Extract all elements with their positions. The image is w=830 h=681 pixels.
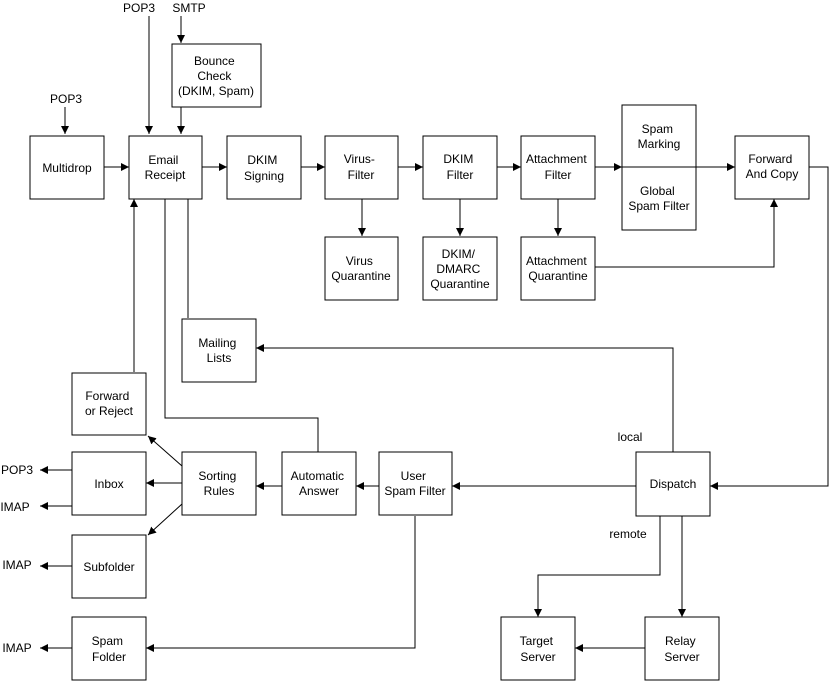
spam-folder-box xyxy=(71,616,147,681)
inbox-box xyxy=(71,451,147,516)
spam-folder-label: Spam Folder xyxy=(92,634,127,664)
automatic-answer-label: Automatic Answer xyxy=(291,469,348,498)
virus-quarantine-box xyxy=(324,236,399,301)
virus-quarantine-label: Virus Quarantine xyxy=(331,254,391,283)
edge-labels: POP3 SMTP POP3 local remote POP3 IMAP IM… xyxy=(0,1,647,655)
box-labels: Multidrop Email Receipt Bounce Check (DK… xyxy=(42,54,798,664)
user-spam-filter-box xyxy=(378,451,453,516)
subfolder-label: Subfolder xyxy=(83,560,134,574)
arrow-dispatch-local-to-mailing-lists xyxy=(256,344,674,452)
attachment-quarantine-box xyxy=(520,236,596,301)
spam-marking-label: Spam Marking xyxy=(638,122,681,151)
imap-spam-folder-label: IMAP xyxy=(2,641,31,655)
multidrop-box xyxy=(29,135,105,200)
dispatch-box xyxy=(635,451,711,517)
dkim-dmarc-quarantine-label: DKIM/ DMARC Quarantine xyxy=(430,247,490,291)
user-spam-filter-label: User Spam Filter xyxy=(384,469,445,498)
global-spam-filter-label: Global Spam Filter xyxy=(628,184,689,213)
forward-and-copy-box xyxy=(734,135,810,200)
dispatch-label: Dispatch xyxy=(650,477,697,491)
remote-label: remote xyxy=(609,527,647,541)
imap-subfolder-label: IMAP xyxy=(2,558,31,572)
arrow-sorting-rules-to-subfolder xyxy=(147,503,183,536)
email-receipt-label: Email Receipt xyxy=(145,153,186,182)
automatic-answer-box xyxy=(281,451,357,516)
attachment-filter-label: Attachment Filter xyxy=(526,152,590,182)
dkim-filter-label: DKIM Filter xyxy=(443,152,476,182)
bounce-check-label: Bounce Check (DKIM, Spam) xyxy=(178,54,254,98)
arrow-user-spam-filter-to-spam-folder xyxy=(146,516,416,652)
relay-server-box xyxy=(644,616,720,681)
virus-filter-box xyxy=(324,135,399,200)
pop3-multidrop-label: POP3 xyxy=(50,92,82,106)
relay-server-label: Relay Server xyxy=(664,634,699,664)
email-receipt-box xyxy=(128,135,203,200)
forward-and-copy-label: Forward And Copy xyxy=(746,152,799,181)
multidrop-label: Multidrop xyxy=(42,161,92,175)
arrow-dispatch-remote-to-target-server xyxy=(534,516,661,617)
dkim-filter-box xyxy=(422,135,498,200)
pop3-inbox-label: POP3 xyxy=(1,463,33,477)
sorting-rules-box xyxy=(181,451,257,516)
mailing-lists-box xyxy=(181,318,257,383)
subfolder-box xyxy=(71,534,147,599)
target-server-box xyxy=(500,616,576,681)
boxes xyxy=(29,43,810,681)
sorting-rules-label: Sorting Rules xyxy=(198,469,239,498)
imap-inbox-label: IMAP xyxy=(0,500,29,514)
connectors xyxy=(40,16,829,652)
inbox-label: Inbox xyxy=(94,477,123,491)
dkim-signing-box xyxy=(226,135,302,200)
local-label: local xyxy=(618,430,643,444)
smtp-top-label: SMTP xyxy=(172,1,205,15)
pop3-top-label: POP3 xyxy=(123,1,155,15)
arrow-attachment-quarantine-to-forward xyxy=(595,199,778,268)
dkim-dmarc-quarantine-box xyxy=(422,236,498,301)
arrow-automatic-answer-to-email-receipt xyxy=(161,184,319,452)
dkim-signing-label: DKIM Signing xyxy=(244,153,284,183)
virus-filter-label: Virus- Filter xyxy=(344,152,378,182)
arrow-sorting-rules-to-forward-or-reject xyxy=(147,435,183,467)
target-server-label: Target Server xyxy=(520,634,557,664)
forward-or-reject-label: Forward or Reject xyxy=(85,389,134,418)
attachment-filter-box xyxy=(520,135,596,200)
mailing-lists-label: Mailing Lists xyxy=(198,336,239,365)
attachment-quarantine-label: Attachment Quarantine xyxy=(526,254,590,283)
forward-or-reject-box xyxy=(71,372,147,436)
bounce-check-box xyxy=(171,43,262,108)
arrow-forward-and-copy-to-dispatch xyxy=(710,166,829,490)
